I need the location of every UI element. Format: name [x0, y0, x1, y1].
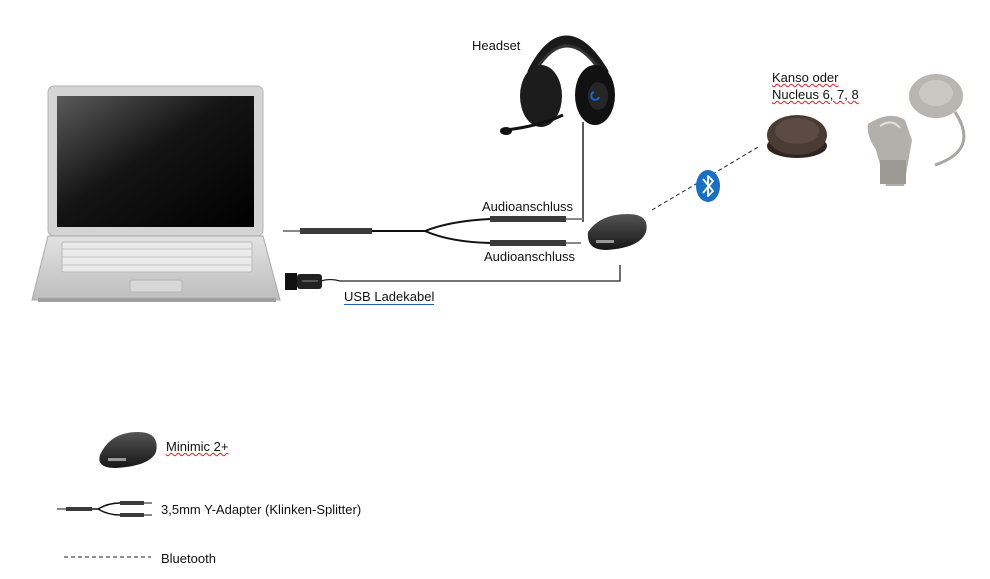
- laptop-icon: [31, 85, 281, 302]
- headset-icon: [500, 35, 615, 135]
- legend-yadapter-label: 3,5mm Y-Adapter (Klinken-Splitter): [161, 502, 362, 517]
- usb-plug-icon: [285, 273, 322, 290]
- headset-label: Headset: [472, 38, 521, 53]
- kanso-label: Kanso oder: [772, 70, 839, 85]
- audio-top-label: Audioanschluss: [482, 199, 574, 214]
- nucleus-processor-icon: [867, 74, 966, 186]
- usb-cable-label: USB Ladekabel: [344, 289, 435, 305]
- kanso-label-line1: Kanso oder: [772, 70, 839, 85]
- legend-minimic-label: Minimic 2+: [166, 439, 229, 454]
- usb-cable: [320, 265, 621, 282]
- audio-bottom-label: Audioanschluss: [484, 249, 576, 264]
- kanso-label-line2: Nucleus 6, 7, 8: [772, 87, 859, 102]
- legend-bluetooth-label: Bluetooth: [161, 551, 216, 566]
- legend-minimic-icon: [99, 432, 157, 468]
- kanso-icon: [767, 115, 827, 158]
- minimic-icon: [587, 214, 647, 250]
- legend-y-adapter-icon: [57, 501, 152, 517]
- nucleus-label: Nucleus 6, 7, 8: [772, 87, 859, 102]
- y-adapter-icon: [283, 216, 583, 246]
- bluetooth-icon: [696, 170, 720, 202]
